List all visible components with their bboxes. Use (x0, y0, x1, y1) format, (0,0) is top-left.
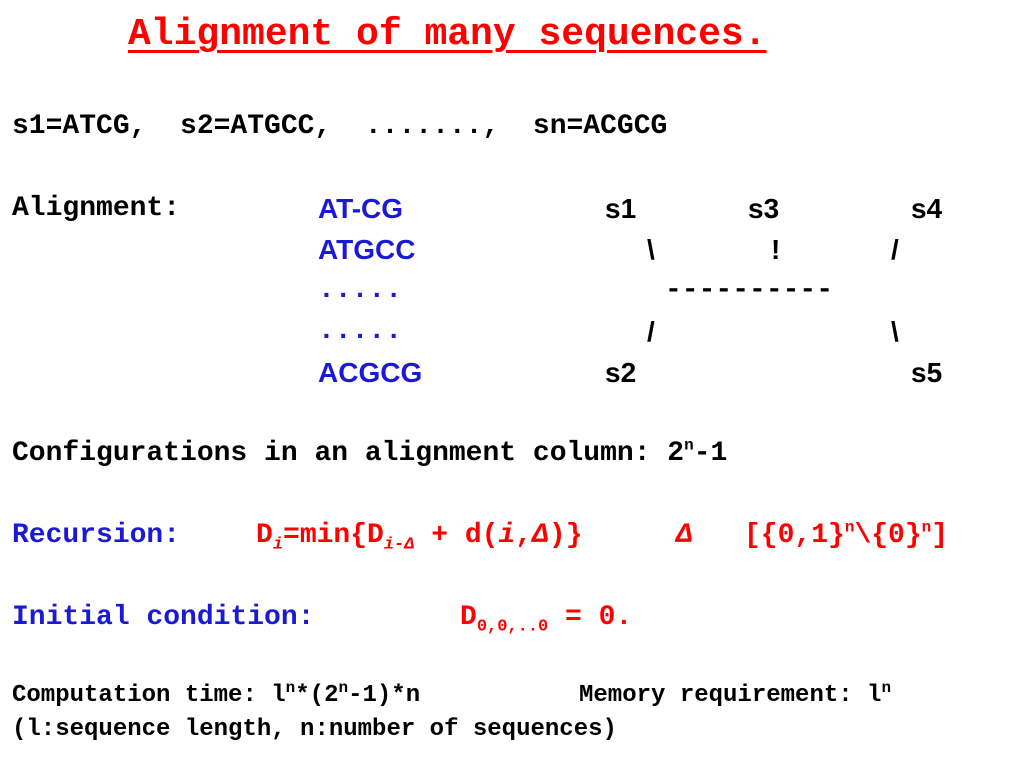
configurations-tail: -1 (693, 438, 728, 469)
recursion-delta-symbol: Δ (676, 520, 693, 551)
alignment-row-5: ACGCG (318, 357, 423, 388)
initial-condition-formula: D0,0,..0 = 0. (460, 602, 633, 636)
initial-sub: 0,0,..0 (476, 617, 549, 637)
computation-time-a: Computation time: l (12, 682, 286, 709)
sequences-line: s1=ATCG, s2=ATGCC, ......., sn=ACGCG (12, 111, 668, 142)
recursion-label: Recursion: (12, 520, 181, 551)
computation-note: (l:sequence length, n:number of sequence… (12, 716, 617, 743)
recursion-set-mid: \{0} (854, 520, 922, 551)
recursion-sub-i-delta: i-Δ (383, 535, 415, 555)
initial-condition-label: Initial condition: (12, 602, 315, 633)
tree-edge-slash-bottom: / (647, 316, 655, 347)
tree-node-s1: s1 (605, 193, 637, 224)
recursion-set-sup-2: n (921, 518, 932, 537)
recursion-set-sup-1: n (844, 518, 855, 537)
initial-d: D (460, 602, 477, 633)
computation-time-sup-2: n (338, 679, 349, 697)
tree-edge-slash-top: / (891, 234, 899, 265)
recursion-plus: + d( (414, 520, 499, 551)
memory-requirement-sup: n (881, 679, 892, 697)
tree-node-s3: s3 (748, 193, 780, 224)
computation-time-sup-1: n (285, 679, 296, 697)
computation-time-b: *(2 (295, 682, 339, 709)
recursion-sub-i: i (272, 535, 284, 555)
recursion-set-close: ] (931, 520, 949, 551)
configurations-text: Configurations in an alignment column: 2 (12, 438, 685, 469)
alignment-row-2: ATGCC (318, 234, 416, 265)
initial-eq: = 0. (548, 602, 633, 633)
recursion-comma: , (515, 520, 533, 551)
alignment-row-4: ..... (318, 316, 403, 347)
recursion-d: D (256, 520, 273, 551)
recursion-min: =min{D (283, 520, 384, 551)
tree-center-dashes: ---------- (665, 275, 834, 306)
recursion-formula: Di=min{Di-Δ + d(i,Δ)} (256, 520, 583, 554)
configurations-sup: n (684, 436, 694, 455)
tree-node-s2: s2 (605, 357, 637, 388)
configurations-line: Configurations in an alignment column: 2… (12, 436, 728, 469)
page-title: Alignment of many sequences. (128, 13, 767, 56)
recursion-i: i (498, 520, 516, 551)
tree-edge-backslash-bottom: \ (891, 316, 899, 347)
memory-requirement: Memory requirement: ln (579, 680, 891, 709)
tree-node-s5: s5 (911, 357, 943, 388)
tree-node-s4: s4 (911, 193, 943, 224)
computation-time-c: -1)*n (348, 682, 421, 709)
recursion-close: )} (548, 520, 583, 551)
tree-edge-bang: ! (771, 234, 781, 265)
recursion-set-open: [{0,1} (744, 520, 845, 551)
alignment-row-3: ..... (318, 275, 403, 306)
recursion-delta: Δ (532, 520, 549, 551)
alignment-label: Alignment: (12, 193, 181, 224)
tree-edge-backslash-top: \ (647, 234, 655, 265)
alignment-row-1: AT-CG (318, 193, 404, 224)
computation-time: Computation time: ln*(2n-1)*n (12, 680, 421, 709)
memory-requirement-text: Memory requirement: l (579, 682, 882, 709)
recursion-set: [{0,1}n\{0}n] (744, 518, 949, 551)
